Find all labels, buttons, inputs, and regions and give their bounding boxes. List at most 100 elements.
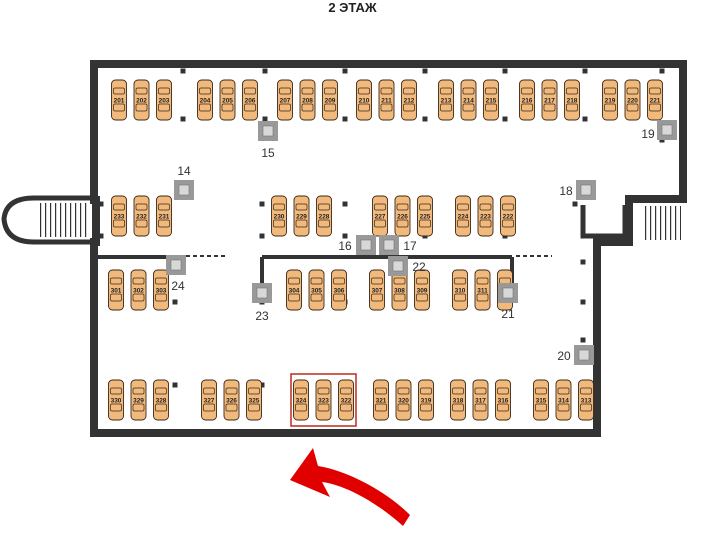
parking-space-number: 229	[296, 214, 307, 221]
parking-space-233: 233	[111, 195, 127, 237]
parking-space-303: 303	[153, 269, 169, 311]
parking-space-309: 309	[414, 269, 430, 311]
equipment-box-number: 14	[177, 164, 191, 178]
pillar	[580, 337, 586, 343]
parking-space-number: 219	[605, 98, 616, 105]
parking-space-202: 202	[133, 79, 150, 121]
stairs-right-steps	[645, 206, 681, 240]
equipment-box-number: 24	[171, 279, 185, 293]
pillar	[659, 68, 665, 74]
parking-space-number: 325	[249, 398, 260, 405]
parking-space-203: 203	[156, 79, 172, 121]
parking-space-number: 322	[341, 398, 352, 405]
equipment-box-number: 18	[559, 184, 573, 198]
parking-space-number: 309	[417, 288, 428, 295]
parking-space-number: 303	[156, 288, 167, 295]
highlight-layer	[290, 373, 357, 427]
parking-space-311: 311	[474, 269, 491, 311]
parking-space-number: 212	[404, 98, 415, 105]
parking-space-218: 218	[564, 79, 580, 121]
parking-space-209: 209	[322, 79, 338, 121]
equipment-box-panel	[661, 124, 673, 136]
parking-space-208: 208	[299, 79, 316, 121]
parking-space-321: 321	[373, 379, 389, 421]
parking-space-number: 227	[375, 214, 386, 221]
parking-space-number: 220	[627, 98, 638, 105]
pillar	[98, 201, 104, 207]
parking-space-number: 314	[558, 398, 569, 405]
equipment-box-panel	[360, 239, 372, 251]
equipment-box-panel	[392, 260, 404, 272]
parking-space-number: 203	[159, 98, 170, 105]
pillar	[422, 68, 428, 74]
parking-space-318: 318	[450, 379, 466, 421]
parking-space-number: 226	[397, 214, 408, 221]
pillar	[342, 68, 348, 74]
parking-space-204: 204	[197, 79, 213, 121]
parking-space-221: 221	[647, 79, 663, 121]
pillar	[582, 68, 588, 74]
parking-space-325: 325	[246, 379, 262, 421]
parking-space-220: 220	[624, 79, 641, 121]
parking-space-317: 317	[472, 379, 489, 421]
stairs-left-steps	[38, 203, 90, 237]
parking-space-number: 216	[522, 98, 533, 105]
parking-space-number: 233	[114, 214, 125, 221]
equipment-box-22: 22	[388, 256, 426, 276]
parking-space-number: 301	[111, 288, 122, 295]
pillar	[180, 68, 186, 74]
pillar	[180, 116, 186, 122]
curved-arrow-icon	[290, 448, 410, 526]
parking-space-307: 307	[369, 269, 385, 311]
equipment-box-number: 22	[412, 260, 426, 274]
parking-space-number: 206	[245, 98, 256, 105]
parking-space-number: 324	[296, 398, 307, 405]
equipment-box-19: 19	[641, 120, 677, 141]
parking-space-number: 211	[381, 98, 392, 105]
parking-space-number: 201	[114, 98, 125, 105]
equipment-box-number: 23	[255, 309, 269, 323]
equipment-box-21: 21	[498, 283, 518, 321]
parking-space-223: 223	[477, 195, 494, 237]
parking-space-304: 304	[286, 269, 302, 311]
parking-space-number: 221	[650, 98, 661, 105]
parking-space-329: 329	[130, 379, 147, 421]
wall-outline	[90, 60, 687, 437]
pillar	[259, 233, 265, 239]
equipment-box-number: 19	[641, 127, 655, 141]
parking-space-number: 209	[325, 98, 336, 105]
pillar	[342, 116, 348, 122]
parking-space-224: 224	[455, 195, 471, 237]
parking-space-324: 324	[293, 379, 309, 421]
stairwell-left-outline	[1, 195, 94, 245]
parking-space-number: 202	[136, 98, 147, 105]
highlighted-spot-frame	[290, 373, 357, 427]
equipment-box-number: 16	[338, 239, 352, 253]
parking-space-232: 232	[133, 195, 150, 237]
parking-space-230: 230	[271, 195, 287, 237]
parking-space-201: 201	[111, 79, 127, 121]
parking-space-number: 304	[289, 288, 300, 295]
parking-space-310: 310	[452, 269, 468, 311]
parking-space-326: 326	[223, 379, 240, 421]
parking-space-number: 307	[372, 288, 383, 295]
parking-space-number: 214	[463, 98, 474, 105]
parking-space-305: 305	[308, 269, 325, 311]
equipment-box-15: 15	[258, 121, 278, 160]
parking-space-228: 228	[316, 195, 332, 237]
pillar	[262, 116, 268, 122]
parking-space-number: 323	[318, 398, 329, 405]
parking-space-number: 208	[302, 98, 313, 105]
parking-space-308: 308	[391, 269, 408, 311]
equipment-box-number: 20	[557, 349, 571, 363]
equipment-box-20: 20	[557, 345, 594, 365]
parking-space-number: 223	[480, 214, 491, 221]
parking-space-217: 217	[541, 79, 558, 121]
parking-space-327: 327	[201, 379, 217, 421]
equipment-box-number: 15	[261, 146, 275, 160]
parking-space-216: 216	[519, 79, 535, 121]
parking-space-306: 306	[331, 269, 347, 311]
pillar	[259, 201, 265, 207]
parking-space-number: 321	[376, 398, 387, 405]
